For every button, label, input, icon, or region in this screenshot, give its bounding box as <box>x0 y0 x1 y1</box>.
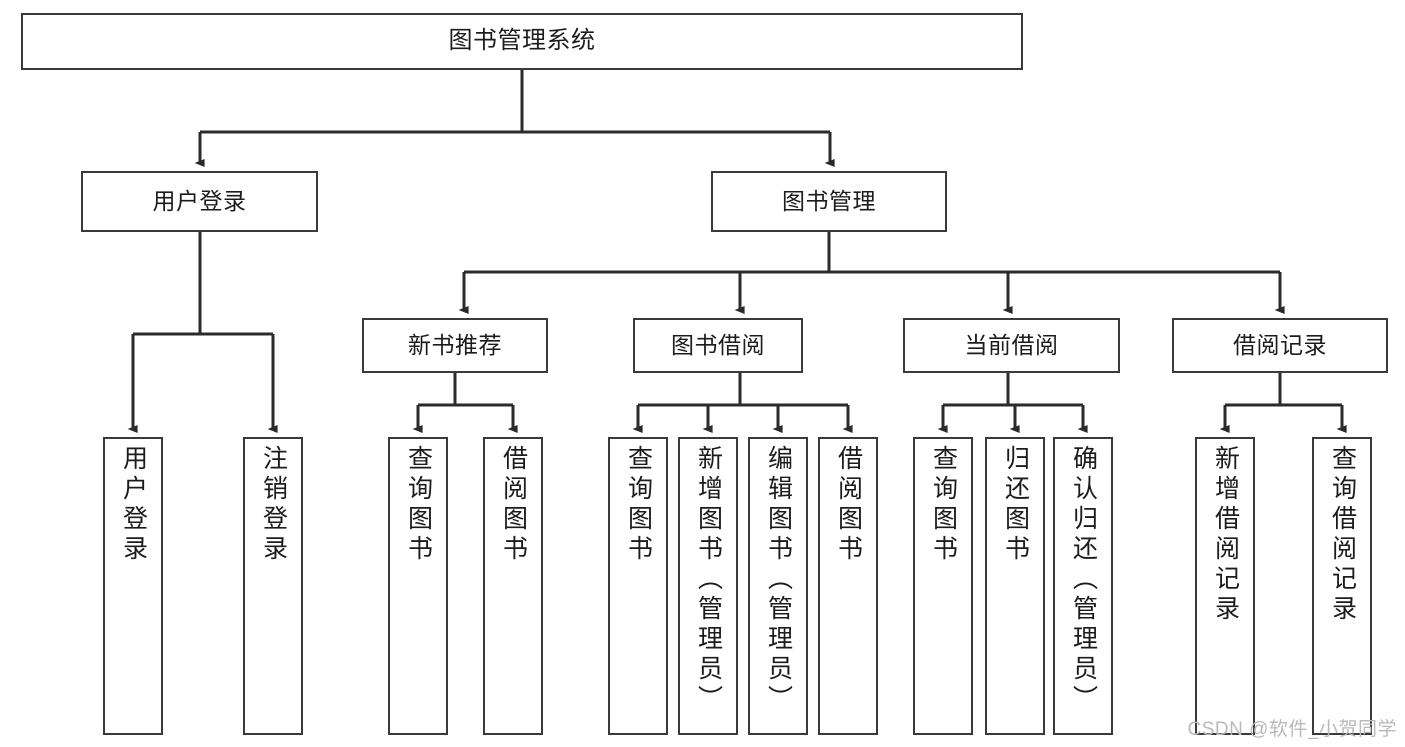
node-current-borrowing[interactable]: 当前借阅 <box>903 318 1120 373</box>
leaf-user-login[interactable]: 用户登录 <box>103 437 163 735</box>
node-borrowing-record[interactable]: 借阅记录 <box>1172 318 1388 373</box>
node-book-borrowing[interactable]: 图书借阅 <box>633 318 803 373</box>
leaf-label: 用户登录 <box>119 445 148 565</box>
leaf-label: 归还图书 <box>1001 445 1030 565</box>
leaf-edit-book-admin[interactable]: 编辑图书（管理员） <box>748 437 808 735</box>
node-label: 借阅记录 <box>1233 331 1327 358</box>
node-new-book-recommendation[interactable]: 新书推荐 <box>362 318 548 373</box>
leaf-return-books[interactable]: 归还图书 <box>985 437 1045 735</box>
leaf-label: 注销登录 <box>259 445 288 565</box>
leaf-add-borrowing-record[interactable]: 新增借阅记录 <box>1195 437 1255 735</box>
node-book-management-system[interactable]: 图书管理系统 <box>21 13 1023 70</box>
leaf-query-books-current[interactable]: 查询图书 <box>913 437 973 735</box>
node-book-management[interactable]: 图书管理 <box>711 171 947 232</box>
leaf-label: 借阅图书 <box>834 445 863 565</box>
node-label: 新书推荐 <box>408 331 502 358</box>
leaf-logout[interactable]: 注销登录 <box>243 437 303 735</box>
leaf-add-book-admin[interactable]: 新增图书（管理员） <box>678 437 738 735</box>
leaf-label: 确认归还（管理员） <box>1069 445 1098 715</box>
node-label: 图书管理 <box>782 187 876 214</box>
leaf-label: 新增图书（管理员） <box>694 445 723 715</box>
node-label: 图书借阅 <box>671 331 765 358</box>
csdn-watermark: CSDN @软件_小贺同学 <box>1187 719 1397 740</box>
leaf-query-books-borrowing[interactable]: 查询图书 <box>608 437 668 735</box>
leaf-query-borrowing-record[interactable]: 查询借阅记录 <box>1312 437 1372 735</box>
leaf-label: 新增借阅记录 <box>1211 445 1240 625</box>
leaf-borrow-books-newbook[interactable]: 借阅图书 <box>483 437 543 735</box>
leaf-query-books-newbook[interactable]: 查询图书 <box>388 437 448 735</box>
node-label: 用户登录 <box>152 187 247 214</box>
leaf-label: 查询图书 <box>404 445 433 565</box>
leaf-label: 查询图书 <box>929 445 958 565</box>
leaf-label: 查询借阅记录 <box>1328 445 1357 625</box>
leaf-borrow-books-borrowing[interactable]: 借阅图书 <box>818 437 878 735</box>
leaf-label: 查询图书 <box>624 445 653 565</box>
node-label: 图书管理系统 <box>448 27 596 55</box>
node-user-login[interactable]: 用户登录 <box>81 171 318 232</box>
leaf-confirm-return-admin[interactable]: 确认归还（管理员） <box>1053 437 1113 735</box>
leaf-label: 编辑图书（管理员） <box>764 445 793 715</box>
node-label: 当前借阅 <box>964 331 1059 358</box>
leaf-label: 借阅图书 <box>499 445 528 565</box>
